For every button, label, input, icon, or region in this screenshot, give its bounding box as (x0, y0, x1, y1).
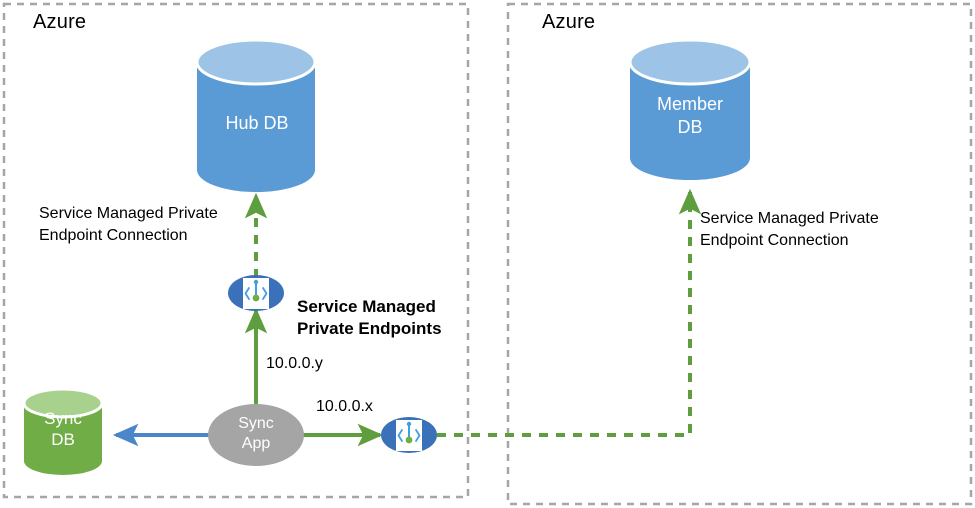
zone-label-right: Azure (542, 11, 596, 33)
private-endpoint-icon (243, 278, 269, 309)
node-member-db (628, 38, 752, 180)
zone-label-left: Azure (33, 11, 87, 33)
connection-label-member: Service Managed Private Endpoint Connect… (700, 210, 879, 249)
node-sync-db (22, 387, 104, 475)
edge-endpoint-member-to-member-db (437, 188, 702, 437)
connection-label-hub: Service Managed Private Endpoint Connect… (39, 205, 218, 244)
service-managed-private-endpoints-title: Service Managed Private Endpoints (297, 297, 442, 339)
node-hub-db (195, 38, 317, 192)
ip-label-hub-path: 10.0.0.y (266, 355, 323, 372)
private-endpoint-icon (396, 420, 422, 451)
node-sync-app (208, 404, 304, 466)
node-endpoint-hub (228, 275, 284, 311)
node-endpoint-member (381, 417, 437, 453)
ip-label-member-path: 10.0.0.x (316, 398, 373, 415)
zone-boundary-left (2, 2, 470, 499)
